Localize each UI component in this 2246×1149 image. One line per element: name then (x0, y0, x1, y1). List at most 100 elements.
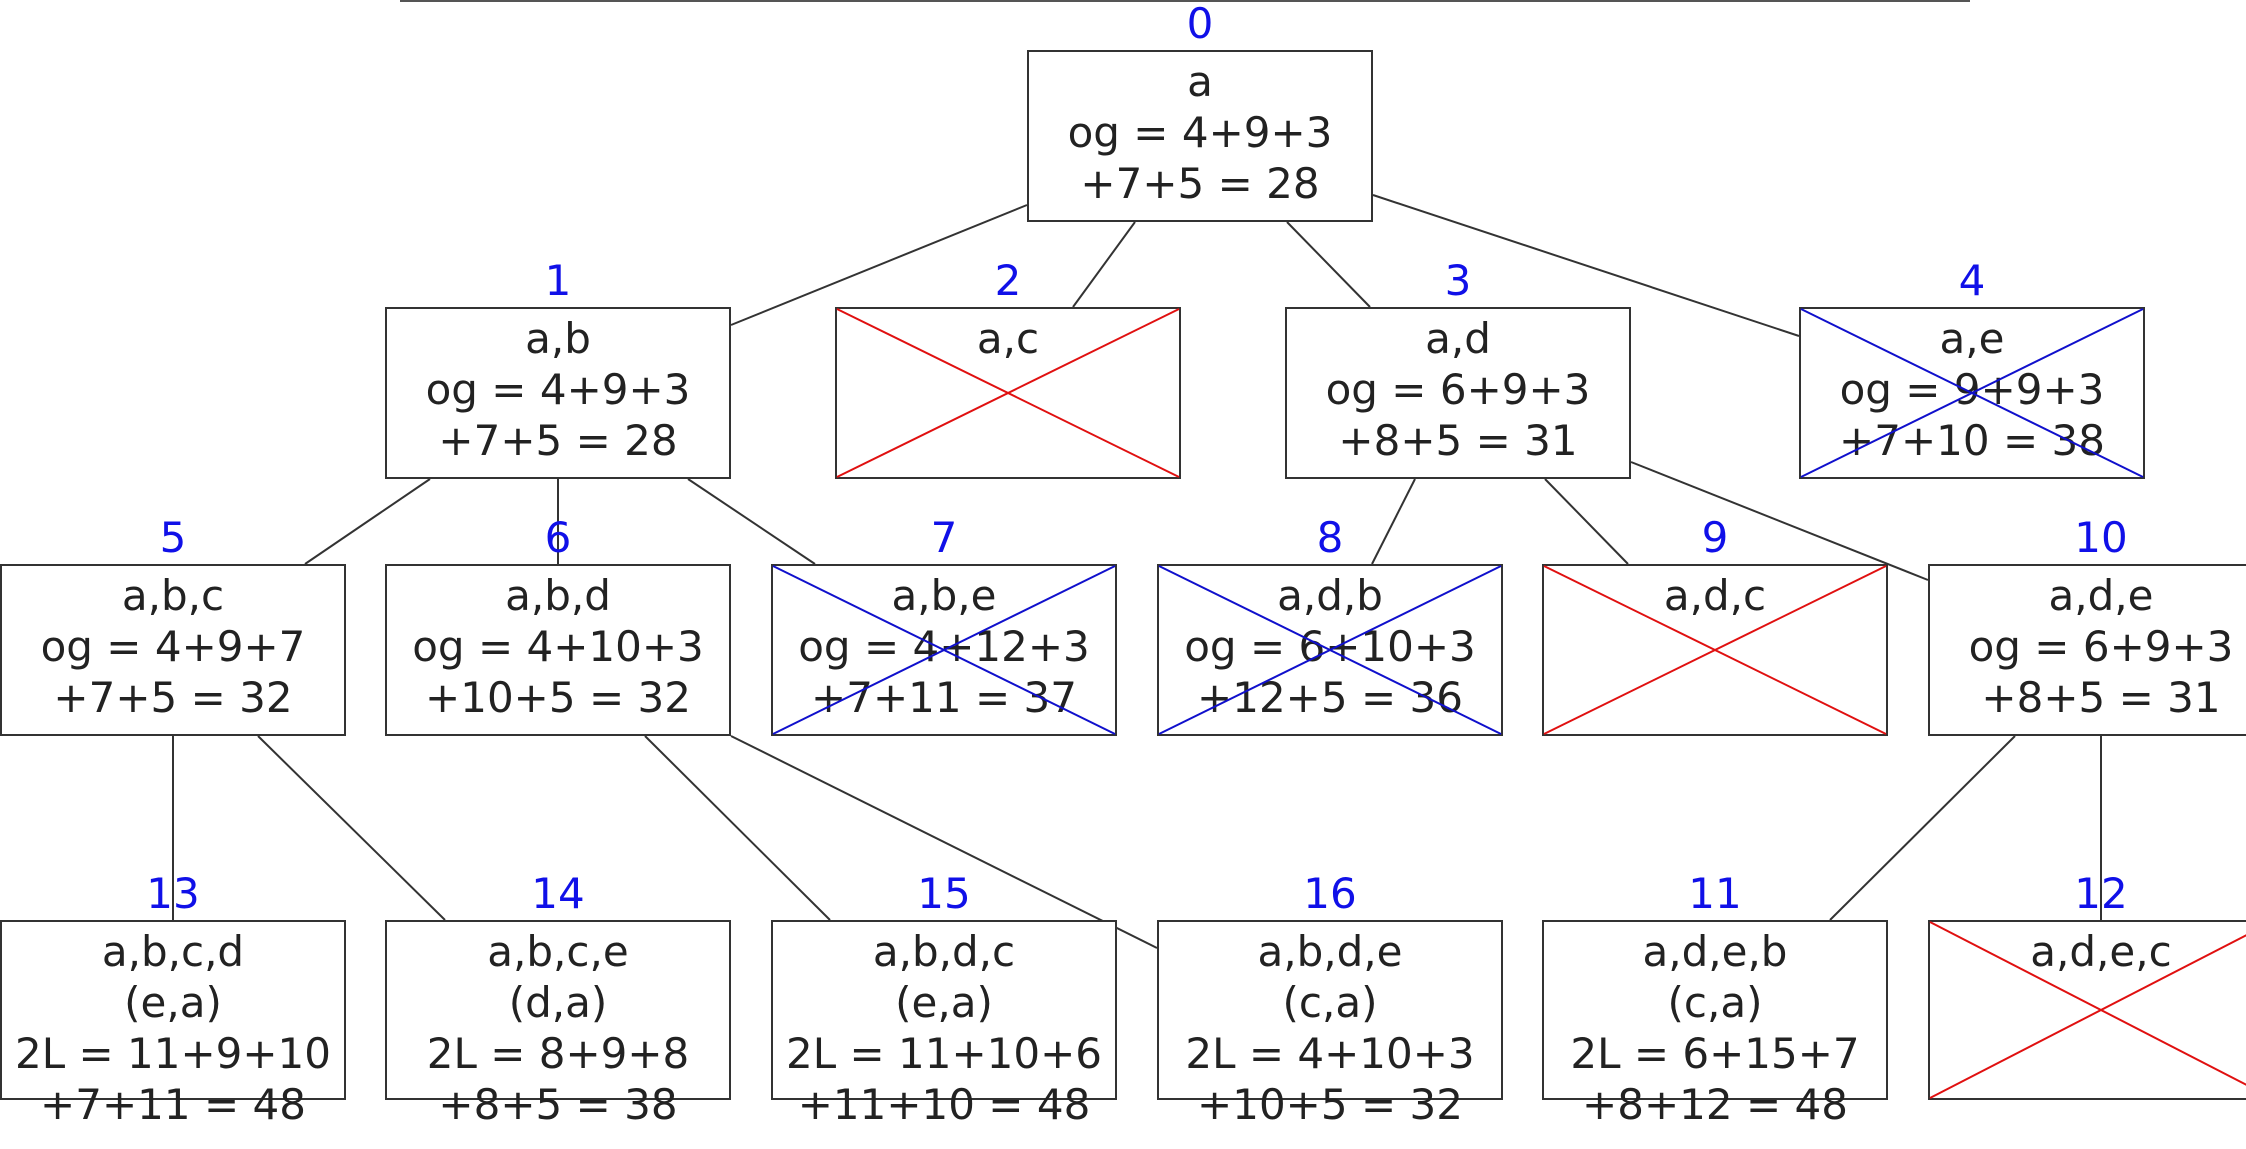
edge-0-3 (1286, 221, 1371, 308)
node-text-line: og = 4+9+3 (1067, 108, 1333, 157)
node-index-label: 9 (1701, 513, 1729, 562)
pruned-blue-cross (772, 565, 1116, 735)
edge-0-2 (1072, 221, 1136, 308)
tree-node-14: a,b,c,e(d,a)2L = 8+9+8+8+5 = 38 (385, 920, 731, 1129)
pruned-blue-cross (1158, 565, 1502, 735)
node-text-line: a,b,c,d (101, 927, 245, 976)
node-text-line: og = 4+9+3 (425, 365, 691, 414)
node-text-line: a (1187, 57, 1213, 106)
node-index-label: 4 (1958, 256, 1986, 305)
edge-1-7 (687, 478, 816, 565)
node-index-label: 2 (994, 256, 1022, 305)
edge-1-5 (304, 478, 431, 565)
node-text-line: 2L = 8+9+8 (426, 1029, 690, 1078)
tree-node-9: a,d,c (1542, 564, 1888, 736)
tree-node-2: a,c (835, 307, 1181, 479)
node-index-label: 3 (1444, 256, 1472, 305)
node-text-line: +8+5 = 31 (1338, 416, 1578, 465)
node-text-line: a,b,e (891, 571, 997, 620)
node-text-line: og = 6+10+3 (1184, 622, 1476, 671)
node-index-label: 8 (1316, 513, 1344, 562)
node-text-line: og = 4+12+3 (798, 622, 1090, 671)
tree-node-15: a,b,d,c(e,a)2L = 11+10+6+11+10 = 48 (771, 920, 1117, 1129)
node-text-line: a,d,b (1277, 571, 1383, 620)
node-text-line: og = 9+9+3 (1839, 365, 2105, 414)
node-text-line: 2L = 4+10+3 (1185, 1029, 1475, 1078)
node-index-label: 0 (1186, 0, 1214, 48)
pruned-red-cross (1543, 565, 1887, 735)
edge-0-1 (730, 204, 1028, 326)
node-text-line: +7+5 = 32 (53, 673, 293, 722)
node-text-line: a,b,c,e (487, 927, 629, 976)
node-text-line: +12+5 = 36 (1197, 673, 1463, 722)
tree-node-11: a,d,e,b(c,a)2L = 6+15+7+8+12 = 48 (1542, 920, 1888, 1129)
node-text-line: 2L = 11+9+10 (14, 1029, 331, 1078)
node-index-label: 10 (2074, 513, 2128, 562)
node-index-label: 11 (1688, 869, 1742, 918)
node-text-line: a,b,d,c (872, 927, 1016, 976)
node-text-line: +10+5 = 32 (1197, 1080, 1463, 1129)
node-index-label: 7 (930, 513, 958, 562)
edge-6-16 (730, 735, 1158, 949)
node-text-line: a,d,e,b (1642, 927, 1788, 976)
node-text-line: a,b,d,e (1257, 927, 1403, 976)
node-index-label: 13 (146, 869, 200, 918)
node-text-line: a,d,e (2048, 571, 2154, 620)
node-text-line: (c,a) (1282, 978, 1378, 1027)
node-text-line: (c,a) (1667, 978, 1763, 1027)
edge-3-9 (1544, 478, 1629, 565)
tree-node-12: a,d,e,c (1928, 920, 2246, 1100)
node-text-line: (e,a) (124, 978, 222, 1027)
node-text-line: a,c (976, 314, 1040, 363)
node-text-line: a,b,d (505, 571, 611, 620)
node-text-line: +7+5 = 28 (1080, 159, 1320, 208)
node-text-line: +8+12 = 48 (1582, 1080, 1848, 1129)
node-text-line: (d,a) (508, 978, 608, 1027)
node-text-line: a,d,c (1663, 571, 1767, 620)
node-index-label: 6 (544, 513, 572, 562)
tree-node-16: a,b,d,e(c,a)2L = 4+10+3+10+5 = 32 (1157, 920, 1503, 1129)
node-text-line: a,b (525, 314, 591, 363)
edge-6-15 (644, 735, 831, 921)
node-index-label: 5 (159, 513, 187, 562)
node-text-line: +11+10 = 48 (797, 1080, 1091, 1129)
edge-0-4 (1372, 194, 1800, 337)
node-text-line: +10+5 = 32 (425, 673, 691, 722)
node-text-line: +7+11 = 37 (811, 673, 1077, 722)
edge-5-14 (257, 735, 446, 921)
edge-10-11 (1829, 735, 2016, 921)
pruned-blue-cross (1800, 308, 2144, 478)
node-index-label: 15 (917, 869, 971, 918)
node-text-line: a,b,c (121, 571, 225, 620)
top-rule (400, 0, 1970, 2)
node-index-label: 12 (2074, 869, 2128, 918)
node-text-line: 2L = 11+10+6 (785, 1029, 1102, 1078)
node-text-line: (e,a) (895, 978, 993, 1027)
node-text-line: +8+5 = 38 (438, 1080, 678, 1129)
edge-3-10 (1630, 461, 1929, 581)
node-text-line: 2L = 6+15+7 (1570, 1029, 1860, 1078)
pruned-red-cross (836, 308, 1180, 478)
node-index-label: 1 (544, 256, 572, 305)
node-text-line: +7+5 = 28 (438, 416, 678, 465)
node-text-line: a,d,e,c (2030, 927, 2172, 976)
node-text-line: a,d (1425, 314, 1491, 363)
node-text-line: og = 6+9+3 (1968, 622, 2234, 671)
node-text-line: +7+10 = 38 (1839, 416, 2105, 465)
pruned-red-cross (1929, 921, 2246, 1099)
node-text-line: og = 6+9+3 (1325, 365, 1591, 414)
node-text-line: +8+5 = 31 (1981, 673, 2221, 722)
node-text-line: og = 4+9+7 (40, 622, 306, 671)
node-index-label: 14 (531, 869, 585, 918)
